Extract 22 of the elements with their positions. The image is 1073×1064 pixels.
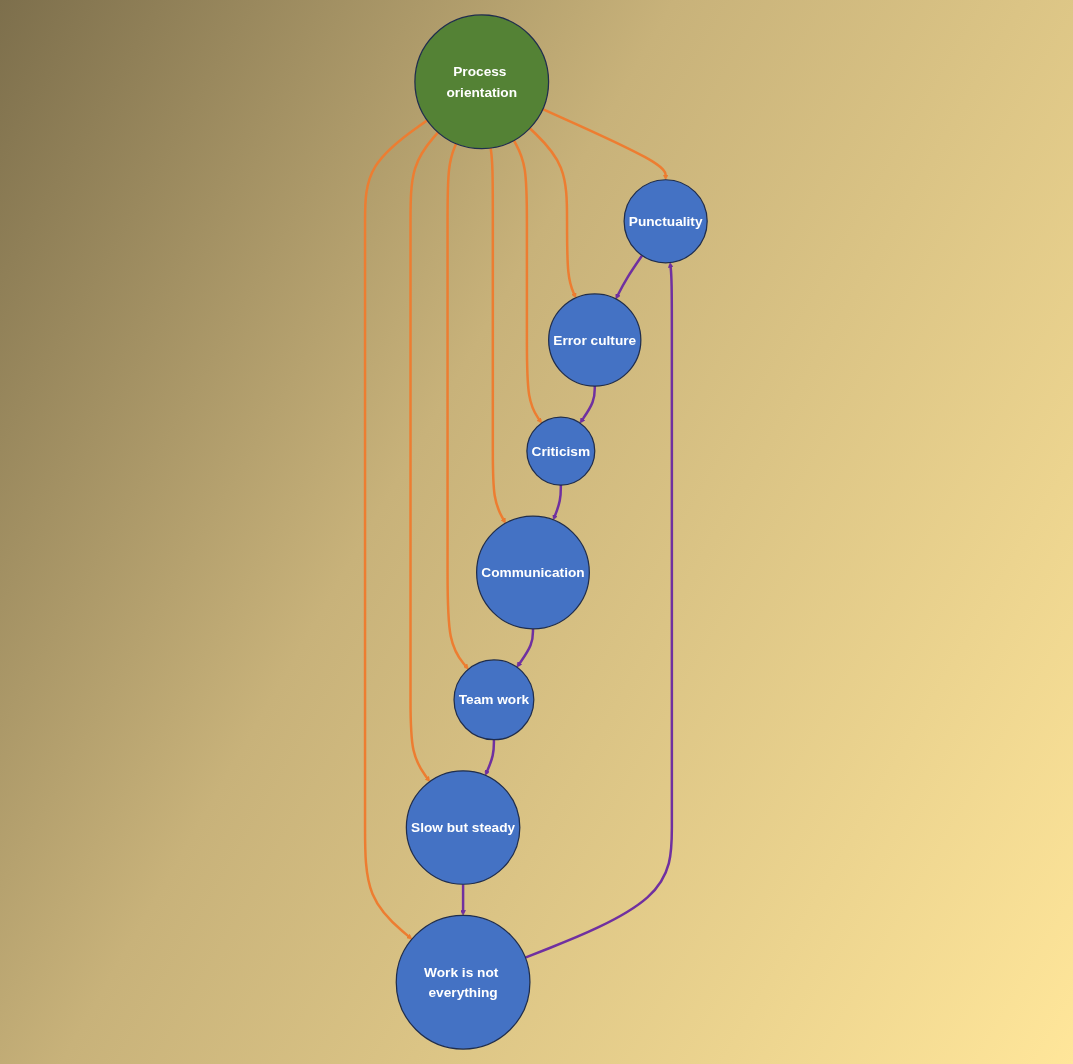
- node-circle: Team work: [453, 659, 535, 741]
- arrow: [615, 254, 644, 300]
- arrow: [517, 628, 535, 668]
- node-circle: Slow but steady: [406, 770, 521, 885]
- arrow: [552, 485, 563, 521]
- arrow: [446, 143, 469, 670]
- node-circle: Communication: [476, 515, 591, 630]
- arrow: [409, 131, 440, 782]
- node-circle: Process orientation: [414, 14, 550, 150]
- node-circle: Punctuality: [623, 179, 709, 264]
- arrow: [513, 139, 543, 424]
- node-circle: Error culture: [548, 293, 642, 387]
- arrow: [364, 119, 429, 940]
- arrow: [489, 147, 507, 524]
- arrow: [529, 127, 577, 299]
- arrow: [580, 386, 597, 424]
- arrow: [525, 262, 674, 959]
- node-circle: Criticism: [526, 416, 596, 486]
- arrow: [542, 108, 669, 180]
- node-circle: Work is not everything: [396, 914, 531, 1050]
- arrow: [460, 884, 467, 916]
- arrow: [485, 739, 496, 776]
